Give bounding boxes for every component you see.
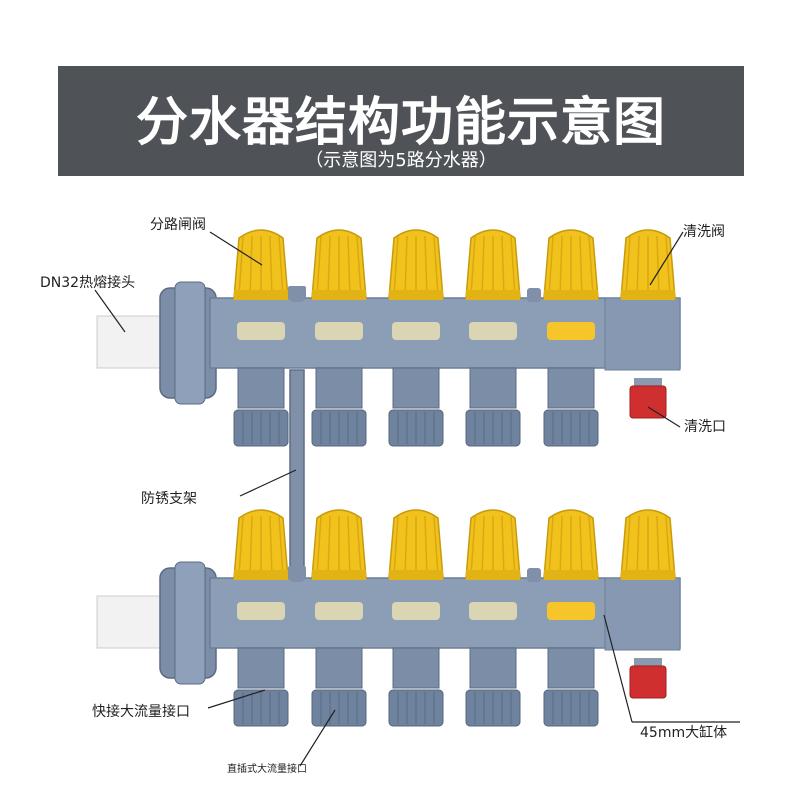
label-flush-port: 清洗口 (684, 419, 726, 435)
flush-valve-cap (620, 509, 676, 580)
pipe-fitting (96, 595, 163, 649)
rust-proof-bracket (288, 286, 306, 578)
title-banner: 分水器结构功能示意图 （示意图为5路分水器） (58, 66, 744, 176)
callout-lines (94, 231, 740, 767)
outlet-port (465, 647, 521, 727)
outlet-port (543, 367, 599, 447)
label-flush-valve: 清洗阀 (683, 224, 725, 240)
sight-window (392, 602, 440, 620)
branch-valve-cap (311, 229, 367, 300)
flush-port (629, 385, 667, 419)
sight-window (237, 322, 285, 340)
outlet-port (388, 367, 444, 447)
pipe-fitting (96, 315, 163, 369)
sight-window (315, 322, 363, 340)
label-plug-port: 直插式大流量接口 (227, 762, 307, 775)
branch-valve-cap (388, 229, 444, 300)
branch-valve-cap (543, 229, 599, 300)
sight-window (547, 602, 595, 620)
sight-window (315, 602, 363, 620)
branch-valve-cap (233, 509, 289, 580)
outlet-port (233, 367, 289, 447)
label-quick-port: 快接大流量接口 (92, 703, 190, 720)
outlet-port (233, 647, 289, 727)
sight-window (547, 322, 595, 340)
page-title: 分水器结构功能示意图 (135, 93, 666, 153)
sight-window (469, 602, 517, 620)
outlet-port (388, 647, 444, 727)
label-dn32-fitting: DN32热熔接头 (40, 274, 135, 291)
flush-valve-cap (620, 229, 676, 300)
sight-window (237, 602, 285, 620)
sight-window (469, 322, 517, 340)
page-subtitle: （示意图为5路分水器） (305, 150, 497, 171)
branch-valve-cap (465, 509, 521, 580)
branch-valve-cap (311, 509, 367, 580)
branch-valve-cap (543, 509, 599, 580)
manifold-body (209, 297, 681, 369)
label-cylinder: 45mm大缸体 (640, 724, 727, 741)
manifold-return (96, 509, 681, 727)
outlet-port (311, 367, 367, 447)
sight-window (392, 322, 440, 340)
flush-port (629, 665, 667, 699)
outlet-port (465, 367, 521, 447)
branch-valve-cap (388, 509, 444, 580)
outlet-port (543, 647, 599, 727)
manifold-supply (96, 229, 681, 447)
label-branch-valve: 分路闸阀 (150, 217, 206, 233)
branch-valve-cap (465, 229, 521, 300)
outlet-port (311, 647, 367, 727)
callout-labels: 分路闸阀 清洗阀 DN32热熔接头 清洗口 防锈支架 快接大流量接口 45mm大… (40, 217, 727, 775)
manifold-body (209, 577, 681, 649)
label-bracket: 防锈支架 (141, 491, 197, 507)
